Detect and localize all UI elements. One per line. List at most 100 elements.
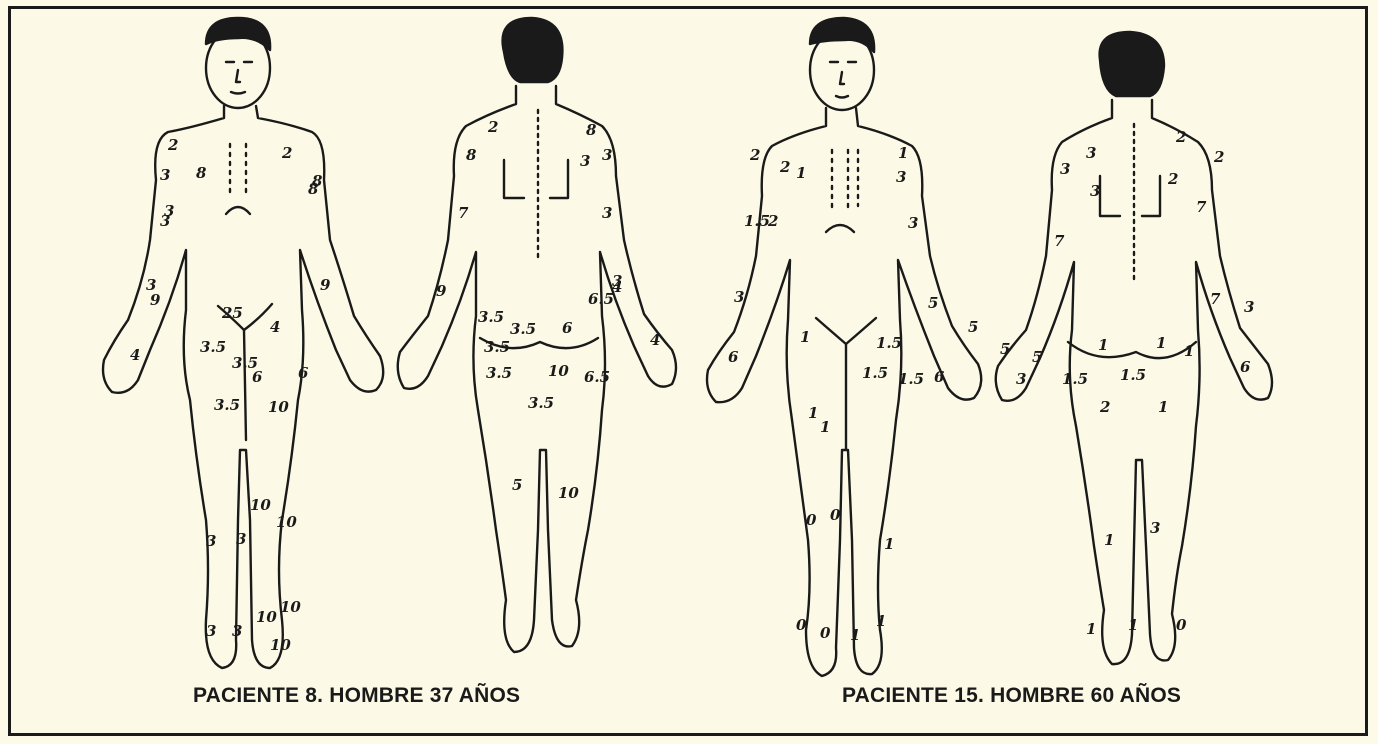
- patient8-front-body: [103, 18, 383, 668]
- lesion-mark-p15-back-24: 1: [1086, 620, 1096, 638]
- lesion-mark-p8-back-9: 4: [650, 331, 660, 349]
- lesion-mark-p15-front-22: 1: [884, 535, 894, 553]
- lesion-mark-p15-front-18: 1: [808, 404, 818, 422]
- lesion-mark-p8-front-28: 10: [256, 608, 277, 626]
- lesion-mark-p15-back-16: 1: [1098, 336, 1108, 354]
- lesion-mark-p8-back-20: 6.5: [584, 368, 610, 386]
- lesion-mark-p8-front-17: 6: [252, 368, 263, 386]
- lesion-mark-p8-front-23: 3: [206, 532, 216, 550]
- patient8-back-body: [398, 18, 676, 652]
- lesion-mark-p8-back-1: 8: [466, 146, 477, 164]
- lesion-mark-p15-back-5: 3: [1090, 182, 1100, 200]
- lesion-mark-p15-back-14: 1.5: [1062, 370, 1088, 388]
- lesion-mark-p8-front-21: 10: [250, 496, 271, 514]
- lesion-mark-p15-back-7: 7: [1196, 198, 1207, 216]
- caption-patient-8: PACIENTE 8. HOMBRE 37 AÑOS: [193, 684, 520, 708]
- lesion-mark-p8-back-3: 8: [586, 121, 597, 139]
- lesion-mark-p8-back-16: 10: [548, 362, 569, 380]
- lesion-mark-p15-back-22: 1: [1104, 531, 1114, 549]
- crotch-line: [816, 318, 876, 344]
- lesion-mark-p8-back-22: 10: [558, 484, 579, 502]
- lesion-mark-p8-front-12: 4: [130, 346, 140, 364]
- lesion-mark-p15-back-25: 0: [1176, 616, 1187, 634]
- hair: [206, 18, 270, 50]
- lesion-mark-p15-front-25: 1: [850, 626, 860, 644]
- lesion-mark-p8-back-10: 3.5: [478, 308, 504, 326]
- lesion-mark-p15-front-3: 1: [796, 164, 806, 182]
- lesion-mark-p8-back-8: 9: [436, 282, 447, 300]
- head: [206, 28, 270, 108]
- lesion-mark-p8-back-11: 3.5: [510, 320, 536, 338]
- lesion-mark-p8-front-24: 3: [236, 530, 246, 548]
- lesion-mark-p15-back-10: 3: [1244, 298, 1254, 316]
- lesion-mark-p15-front-16: 1.5: [862, 364, 888, 382]
- lesion-mark-p15-back-4: 2: [1213, 148, 1224, 166]
- lesion-mark-p15-front-4: 1: [898, 144, 908, 162]
- lesion-mark-p8-front-3: 8: [196, 164, 207, 182]
- lesion-mark-p8-front-26: 3: [206, 622, 216, 640]
- lesion-mark-p8-back-2: 2: [487, 118, 498, 136]
- lesion-mark-p15-front-9: 3: [734, 288, 744, 306]
- lesion-mark-p15-back-11: 3: [1016, 370, 1026, 388]
- lesion-mark-p15-back-8: 7: [1054, 232, 1065, 250]
- lesion-mark-p15-back-18: 1: [1184, 342, 1194, 360]
- lesion-mark-p15-back-2: 3: [1086, 144, 1096, 162]
- lesion-mark-p15-front-1: 2: [749, 146, 760, 164]
- lesion-mark-p8-back-15: 6.5: [588, 290, 614, 308]
- caption-patient-15: PACIENTE 15. HOMBRE 60 AÑOS: [842, 684, 1181, 708]
- hair: [810, 18, 874, 52]
- lesion-mark-p15-back-3: 2: [1175, 128, 1186, 146]
- lesion-mark-p8-back-14: 6: [562, 319, 573, 337]
- lesion-mark-p15-front-26: 1: [876, 612, 886, 630]
- lesion-mark-p15-front-5: 3: [896, 168, 906, 186]
- lesion-mark-p15-back-6: 2: [1167, 170, 1178, 188]
- lesion-mark-p8-front-15: 3.5: [200, 338, 226, 356]
- lesion-mark-p8-back-6: 7: [458, 204, 469, 222]
- lesion-mark-p8-front-29: 10: [270, 636, 291, 654]
- lesion-mark-p8-front-27: 3: [232, 622, 242, 640]
- hair: [503, 18, 563, 82]
- lesion-mark-p8-back-21: 5: [512, 476, 522, 494]
- lesion-mark-p15-back-15: 6: [1240, 358, 1251, 376]
- lesion-mark-p15-front-15: 1.5: [876, 334, 902, 352]
- lesion-mark-p15-back-13: 5: [1032, 348, 1042, 366]
- lesion-mark-p15-front-2: 2: [779, 158, 790, 176]
- lesion-mark-p15-back-1: 3: [1060, 160, 1070, 178]
- body-outline: [707, 108, 981, 676]
- body-outline: [398, 86, 676, 652]
- patient15-front-body: [707, 18, 981, 676]
- buttocks-line: [1068, 342, 1196, 358]
- lesion-mark-p8-front-19: 6: [298, 364, 309, 382]
- lesion-mark-p15-front-19: 1: [820, 418, 830, 436]
- lesion-mark-p15-front-11: 5: [968, 318, 978, 336]
- lesion-mark-p8-front-4: 2: [281, 144, 292, 162]
- lesion-mark-p8-front-11: 9: [320, 276, 331, 294]
- lesion-mark-p8-front-14: 4: [270, 318, 280, 336]
- lesion-mark-p8-front-13: 25: [221, 304, 243, 322]
- lesion-mark-p15-front-21: 0: [830, 506, 841, 524]
- lesion-mark-p15-front-10: 5: [928, 294, 938, 312]
- lesion-mark-p8-front-20: 10: [268, 398, 289, 416]
- lesion-mark-p8-front-25: 10: [280, 598, 301, 616]
- lesion-mark-p15-front-14: 1: [800, 328, 810, 346]
- lesion-mark-p8-front-6: 8: [308, 180, 319, 198]
- lesion-mark-p15-back-26: 1: [1128, 616, 1138, 634]
- lesion-mark-p15-front-7: 2: [767, 212, 778, 230]
- lesion-mark-p8-front-10: 9: [150, 291, 161, 309]
- lesion-mark-p15-back-23: 3: [1150, 519, 1160, 537]
- lesion-mark-p8-back-19: 3: [612, 272, 622, 290]
- lesion-mark-p15-front-8: 3: [908, 214, 918, 232]
- lesion-mark-p15-back-19: 1.5: [1120, 366, 1146, 384]
- lesion-mark-p8-back-7: 3: [602, 204, 612, 222]
- lesion-mark-p8-back-4: 3: [580, 152, 590, 170]
- lesion-mark-p15-front-20: 0: [806, 511, 817, 529]
- lesion-mark-p15-front-17: 1.5: [898, 370, 924, 388]
- lesion-mark-p15-front-12: 6: [728, 348, 739, 366]
- lesion-mark-p15-front-24: 0: [820, 624, 831, 642]
- lesion-mark-p15-back-9: 7: [1210, 290, 1221, 308]
- lesion-mark-p15-back-17: 1: [1156, 334, 1166, 352]
- lesion-mark-p8-front-8: 3: [160, 212, 170, 230]
- body-outline: [103, 106, 383, 668]
- lesion-mark-p15-front-13: 6: [934, 368, 945, 386]
- hair: [1100, 32, 1164, 96]
